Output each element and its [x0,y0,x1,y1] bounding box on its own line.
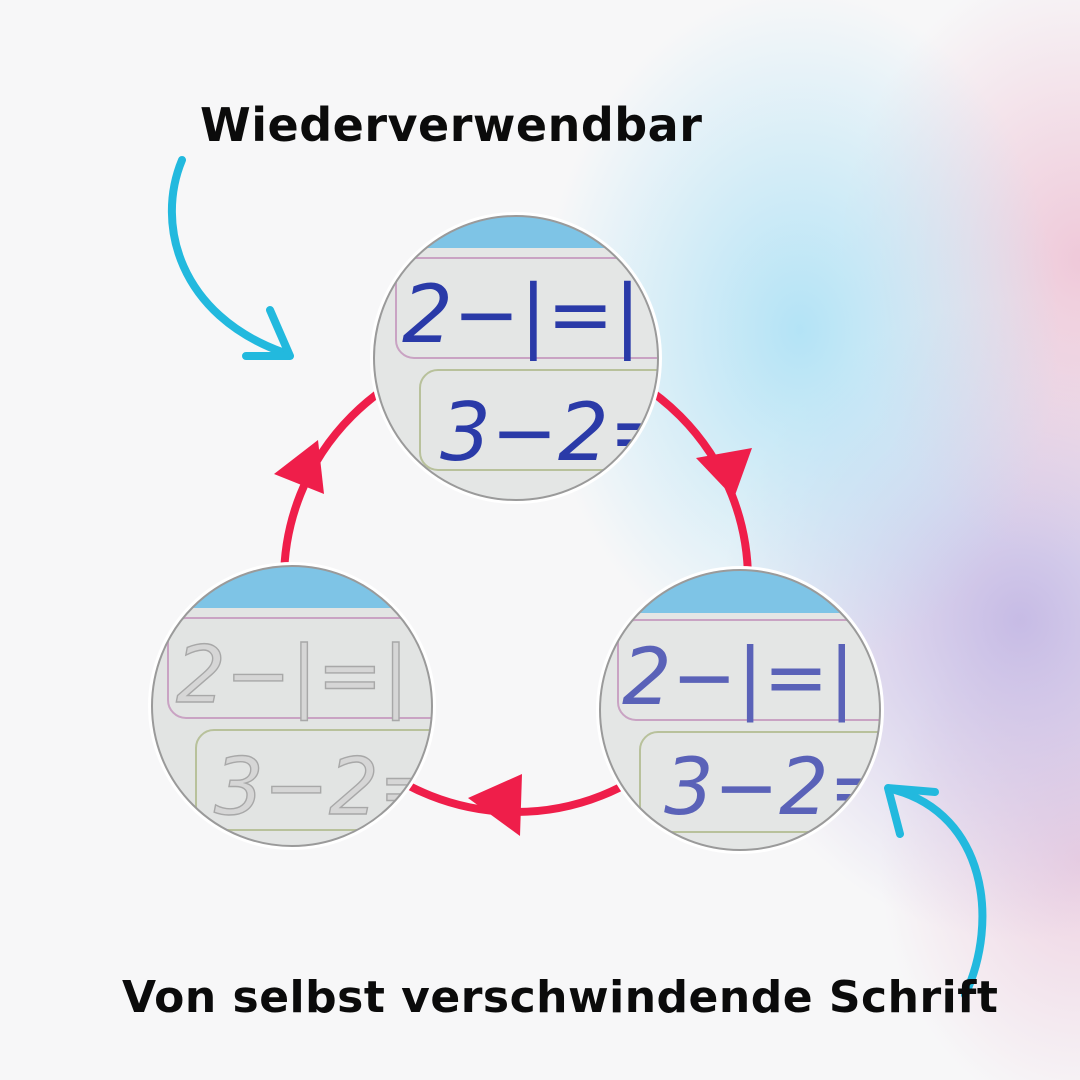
equation-left-line2: 3−2=| [214,743,470,833]
cycle-arrow-right [696,448,752,498]
cycle-arrow-bottom [468,774,522,836]
callout-arrowhead-top-left [242,306,294,360]
equation-right-line2: 3−2=| [664,743,920,833]
magnifier-left: 2−|=| 3−2=| [148,562,470,850]
equation-right-line1: 2−|=| [622,633,855,723]
caption-disappearing-ink: Von selbst verschwindende Schrift [122,972,999,1023]
cycle-arrow-left [274,440,324,494]
caption-reusable: Wiederverwendbar [200,98,703,152]
equation-left-line1: 2−|=| [176,631,409,721]
magnifier-top: 2−|=| 3−2=| [370,212,662,504]
callout-arrow-bottom-right [891,786,987,999]
callout-arrow-top-left [167,156,286,356]
magnifier-right: 2−|=| 3−2=| [596,566,920,854]
equation-top-line1: 2−|=| [402,268,641,362]
callout-arrowhead-bottom-right [884,784,939,838]
